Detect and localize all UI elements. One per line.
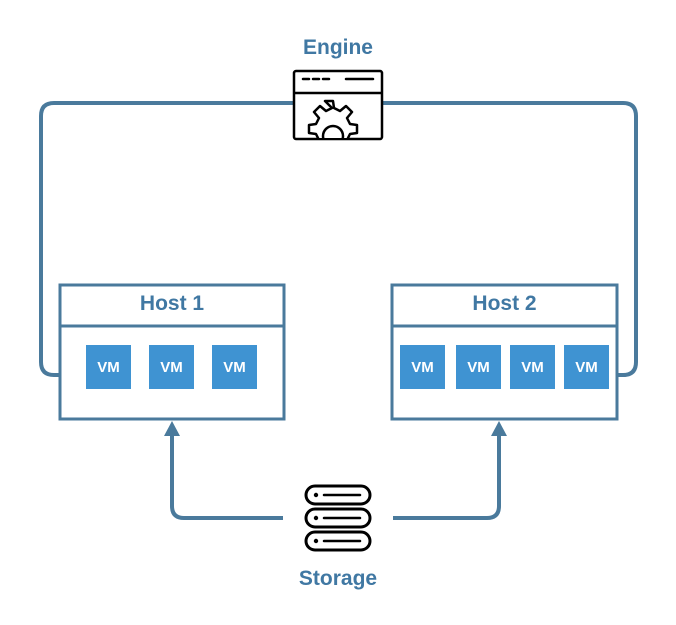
host2-vm-3: VM [510,345,555,389]
host2-vm-4: VM [564,345,609,389]
host1-vm-2: VM [149,345,194,389]
storage-to-host2-arrow [393,432,501,520]
host1-vm-1: VM [86,345,131,389]
engine-to-host2-connector [383,101,638,377]
host2-arrowhead [491,421,507,436]
engine-label: Engine [302,36,373,59]
host2-vm-1: VM [400,345,445,389]
storage-to-host1-arrow [170,432,283,520]
host2-vm-2: VM [456,345,501,389]
server-rack-icon [304,484,372,552]
host1-label: Host 1 [139,292,205,315]
host1-arrowhead [164,421,180,436]
host2-label: Host 2 [472,292,537,315]
host1-vm-3: VM [212,345,257,389]
storage-label: Storage [298,567,378,590]
engine-to-host1-connector [39,101,293,377]
server-settings-icon [292,69,384,141]
